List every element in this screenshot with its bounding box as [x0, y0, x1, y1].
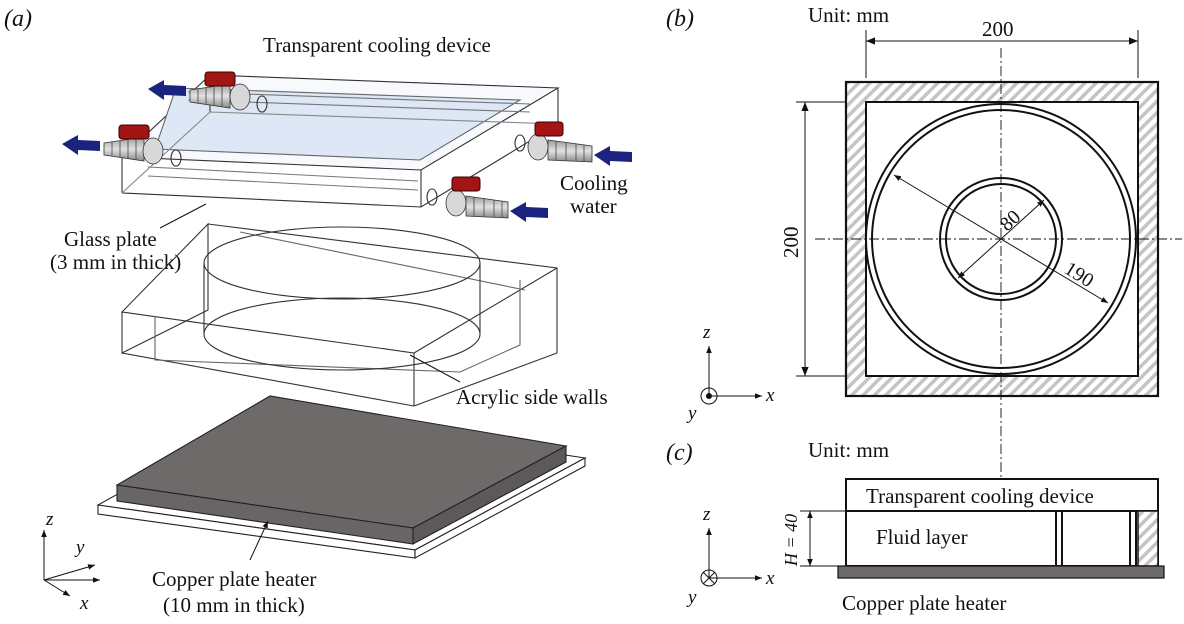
axis-b-x: x [765, 385, 775, 406]
cylinder-wall-sections [1055, 511, 1137, 566]
glass-plate-leader [159, 203, 207, 229]
inflow-arrow-top [594, 146, 632, 166]
glass-plate-label-2: (3 mm in thick) [50, 250, 181, 274]
cooling-device-section-label: Transparent cooling device [866, 484, 1094, 508]
right-wall-hatch [1137, 510, 1159, 567]
inflow-arrow-bottom [510, 202, 548, 222]
valve-right-bottom [445, 176, 509, 219]
axes-c [700, 528, 762, 587]
h-dimension-label: H = 40 [781, 514, 801, 567]
side-walls-leader [409, 354, 461, 383]
outer-diameter-line [893, 174, 1109, 304]
valve-left-bottom [103, 124, 164, 165]
valve-left-top [189, 71, 251, 111]
axis-b-y: y [686, 403, 697, 424]
outflow-arrow-bottom [62, 135, 100, 155]
panel-a-label: (a) [4, 6, 32, 32]
height-dimension-label: 200 [779, 227, 803, 259]
axis-c-x: x [765, 568, 775, 589]
panel-b: (b) Unit: mm 200 200 80 190 [666, 3, 1182, 545]
copper-heater-section-label: Copper plate heater [842, 591, 1006, 615]
glass-plate-label-1: Glass plate [64, 227, 157, 251]
valve-right-top [527, 121, 593, 163]
flow-arrows [62, 80, 632, 222]
copper-plate-heater [96, 395, 587, 559]
width-dimension-label: 200 [982, 17, 1014, 41]
outflow-arrow-top [148, 80, 186, 100]
axis-a-x: x [79, 593, 89, 614]
y-out-of-page-dot [706, 393, 712, 399]
acrylic-side-walls [120, 222, 558, 407]
fluid-layer-label: Fluid layer [876, 525, 968, 549]
axes-b [700, 346, 762, 405]
cooling-device [120, 74, 560, 208]
panel-c: (c) Unit: mm Transparent cooling device … [666, 438, 1165, 615]
panel-a: (a) Transparent cooling device [4, 6, 632, 617]
heater-leader[interactable] [249, 520, 269, 561]
side-walls-label: Acrylic side walls [456, 385, 608, 409]
axis-a-y: y [74, 537, 85, 558]
panel-b-unit: Unit: mm [808, 3, 889, 27]
heater-label-1: Copper plate heater [152, 567, 316, 591]
axis-c-z: z [702, 504, 711, 525]
panel-c-label: (c) [666, 440, 693, 466]
heater-label-2: (10 mm in thick) [163, 593, 305, 617]
copper-heater-section [837, 565, 1165, 579]
cooling-device-label: Transparent cooling device [263, 33, 491, 57]
axis-c-y: y [686, 587, 697, 608]
cooling-water-label-2: water [570, 194, 617, 218]
panel-c-unit: Unit: mm [808, 438, 889, 462]
axis-a-z: z [45, 509, 54, 530]
cooling-water-label-1: Cooling [560, 171, 628, 195]
cooling-device-section [845, 478, 1159, 512]
fluid-layer-section [845, 510, 1159, 567]
axes-a [41, 530, 100, 597]
panel-b-label: (b) [666, 6, 694, 32]
axis-b-z: z [702, 322, 711, 343]
